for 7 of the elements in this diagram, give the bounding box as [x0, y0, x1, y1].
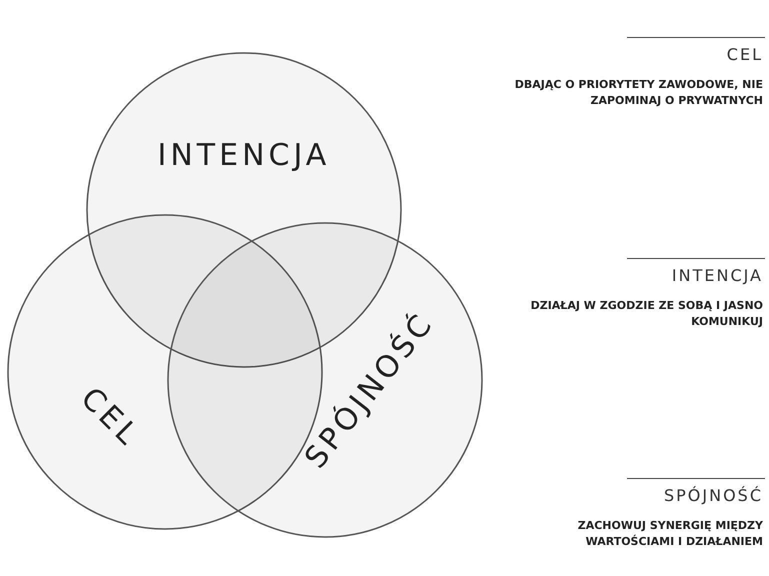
section-heading: INTENCJA	[672, 266, 763, 285]
circle-label: INTENCJA	[158, 138, 330, 172]
section-description: DBAJĄC O PRIORYTETY ZAWODOWE, NIE ZAPOMINAJ O PRYWATNYCH	[514, 77, 763, 109]
section-description: DZIAŁAJ W ZGODZIE ZE SOBĄ I JASNO KOMUNIKUJ	[530, 298, 763, 330]
section-heading: CEL	[726, 45, 763, 64]
section-description: ZACHOWUJ SYNERGIĘ MIĘDZY WARTOŚCIAMI I DZIAŁANIEM	[576, 518, 763, 550]
section-heading: SPÓJNOŚĆ	[664, 486, 763, 505]
